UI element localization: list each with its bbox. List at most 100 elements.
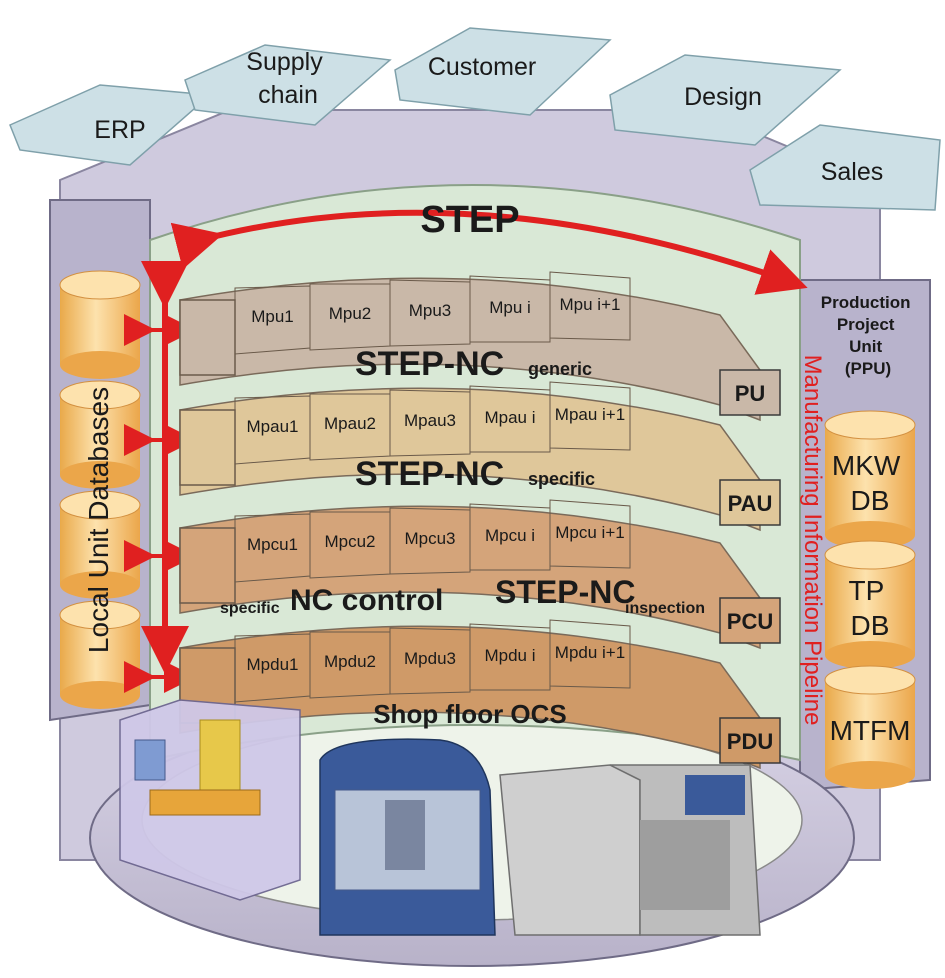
ppu-db-mkw: MKW DB — [824, 410, 916, 549]
ppu-title-line-3: Unit — [849, 337, 882, 356]
layer-pau-end-block — [179, 409, 236, 486]
caption-left-sub: specific — [220, 600, 280, 617]
unit-label-pu: PU — [735, 381, 766, 406]
ppu-db-tp-label: TP DB — [848, 575, 891, 641]
system-box-customer: Customer — [394, 27, 612, 116]
system-label-design: Design — [684, 83, 762, 111]
module-label: Mpu i+1 — [560, 295, 621, 314]
module-label: Mpau2 — [324, 414, 376, 433]
module-label: Mpcu3 — [404, 529, 455, 548]
module-label: Mpcu2 — [324, 532, 375, 551]
module-cell — [469, 623, 551, 691]
layer-pu-end-block — [179, 299, 236, 376]
caption-sub: specific — [528, 469, 595, 489]
supply-chain-line-1: Supply — [246, 48, 323, 76]
layer-pcu-ring — [179, 505, 761, 650]
unit-label-pcu: PCU — [727, 609, 773, 634]
system-label-sales: Sales — [821, 158, 884, 186]
ppu-title-line-1: Production — [821, 293, 911, 312]
layers: Mpu1 Mpu2 Mpu3 Mpu i Mpu i+1PU STEP-NC generic… — [179, 271, 781, 770]
system-boxes: ERP Supply chain Customer Design Sales — [9, 27, 941, 211]
layer-pu: Mpu1 Mpu2 Mpu3 Mpu i Mpu i+1PU STEP-NC generic — [179, 271, 781, 422]
unit-box-pau — [719, 479, 781, 526]
module-label: Mpdu3 — [404, 649, 456, 668]
module-cell — [549, 381, 631, 451]
layer-pdu-ring — [179, 625, 761, 770]
unit-label-pdu: PDU — [727, 729, 773, 754]
module-cell — [389, 627, 471, 695]
ppu-panel: Production Project Unit (PPU) MKW DB TP … — [821, 293, 916, 789]
module-cell — [389, 389, 471, 457]
module-label: Mpcu1 — [247, 535, 298, 554]
caption-main: Shop floor OCS — [373, 699, 567, 729]
unit-box-pcu — [719, 597, 781, 644]
local-databases-panel: Local Unit Databases — [59, 270, 141, 709]
ppu-title-line-4: (PPU) — [845, 359, 891, 378]
local-databases-label: Local Unit Databases — [83, 387, 114, 653]
module-label: Mpcu i — [485, 526, 535, 545]
module-label: Mpdu i+1 — [555, 643, 625, 662]
step-label: STEP — [420, 199, 519, 241]
ppu-title: Production Project Unit (PPU) — [821, 293, 915, 378]
system-box-design: Design — [609, 54, 842, 146]
caption-right-main: STEP-NC — [495, 574, 635, 610]
module-cell — [549, 499, 631, 569]
ppu-db-mtfm: MTFM — [824, 665, 916, 789]
ppu-db-mtfm-label: MTFM — [830, 715, 911, 746]
system-box-supply-chain: Supply chain — [184, 44, 392, 126]
module-label: Mpu i — [489, 298, 531, 317]
system-label-erp: ERP — [94, 116, 145, 144]
caption-main: STEP-NC — [355, 455, 504, 493]
module-label: Mpdu2 — [324, 652, 376, 671]
layer-pau-ring — [179, 387, 761, 532]
module-label: Mpu1 — [251, 307, 294, 326]
local-db-cylinder-2 — [59, 380, 141, 489]
module-cell — [389, 507, 471, 575]
tp-line-1: TP — [848, 575, 883, 606]
unit-box-pdu — [719, 717, 781, 764]
supply-chain-line-2: chain — [258, 81, 318, 109]
unit-box-pu — [719, 369, 781, 416]
machine-2-image — [319, 738, 496, 936]
system-box-erp: ERP — [9, 84, 212, 166]
ppu-db-tp: TP DB — [824, 540, 916, 669]
ppu-title-line-2: Project — [837, 315, 895, 334]
module-label: Mpu2 — [329, 304, 372, 323]
module-label: Mpau1 — [247, 417, 299, 436]
module-label: Mpau i+1 — [555, 405, 625, 424]
machine-1-image — [119, 699, 301, 901]
local-db-cylinder-1 — [59, 270, 141, 379]
pipeline-label: Manufacturing Information Pipeline — [799, 355, 826, 726]
caption-right-sub: inspection — [625, 600, 705, 617]
machine-3-image — [499, 764, 761, 936]
module-cell — [469, 503, 551, 571]
system-label-customer: Customer — [428, 53, 536, 81]
caption-left-main: NC control — [290, 584, 443, 617]
module-cell — [389, 279, 471, 347]
module-cell — [469, 275, 551, 343]
module-cell — [469, 385, 551, 453]
caption-main: STEP-NC — [355, 345, 504, 383]
machine-tools — [119, 699, 761, 936]
module-cell — [549, 271, 631, 341]
step-bus: STEP — [170, 199, 808, 295]
layer-pu-ring — [179, 277, 761, 422]
module-label: Mpcu i+1 — [555, 523, 624, 542]
module-cell — [549, 619, 631, 689]
module-label: Mpu3 — [409, 301, 452, 320]
module-label: Mpdu i — [484, 646, 535, 665]
ppu-db-mkw-label: MKW DB — [832, 450, 908, 516]
module-label: Mpdu1 — [247, 655, 299, 674]
mkw-line-2: DB — [851, 485, 890, 516]
local-db-connector — [124, 261, 196, 693]
tp-line-2: DB — [851, 610, 890, 641]
caption-sub: generic — [528, 359, 592, 379]
mkw-line-1: MKW — [832, 450, 901, 481]
unit-label-pau: PAU — [728, 491, 773, 516]
module-label: Mpau3 — [404, 411, 456, 430]
system-box-sales: Sales — [749, 124, 941, 211]
